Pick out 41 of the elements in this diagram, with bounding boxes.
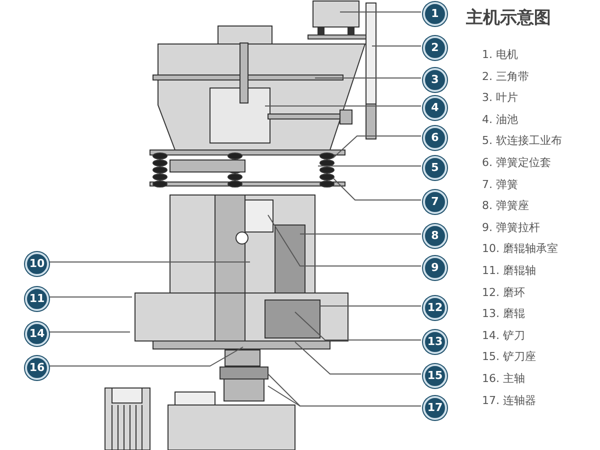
callout-number: 3 — [423, 68, 447, 92]
part-list-item: 7. 弹簧 — [482, 176, 518, 192]
part-list-item: 10. 磨辊轴承室 — [482, 241, 558, 256]
callout-number: 2 — [423, 36, 447, 60]
leader-line — [268, 374, 422, 406]
part-list-item: 5. 软连接工业布 — [482, 133, 562, 148]
callout-number: 16 — [25, 356, 49, 380]
diagram-title: 主机示意图 — [466, 7, 551, 29]
callout-number: 15 — [423, 364, 447, 388]
part-list-item: 16. 主轴 — [482, 371, 525, 386]
callout-number: 6 — [423, 126, 447, 150]
part-list-item: 14. 铲刀 — [482, 328, 525, 343]
part-list-item: 8. 弹簧座 — [482, 198, 529, 214]
part-list-item: 15. 铲刀座 — [482, 349, 536, 364]
part-list-item: 9. 弹簧拉杆 — [482, 220, 540, 235]
part-list-item: 12. 磨环 — [482, 284, 525, 300]
leader-line — [268, 214, 422, 266]
leader-line — [294, 312, 422, 340]
part-list-item: 1. 电机 — [482, 47, 518, 62]
part-list-item: 3. 叶片 — [482, 90, 518, 106]
part-list-item: 11. 磨辊轴 — [482, 263, 536, 278]
part-list-item: 17. 连轴器 — [482, 392, 536, 408]
callout-number: 10 — [25, 252, 49, 276]
callout-number: 9 — [423, 256, 447, 280]
part-list-item: 6. 弹簧定位套 — [482, 155, 551, 170]
leader-line — [294, 342, 422, 374]
leader-line — [332, 178, 422, 200]
part-list-item: 4. 油池 — [482, 112, 518, 127]
callout-number: 17 — [423, 396, 447, 420]
part-list-item: 13. 磨辊 — [482, 306, 525, 322]
callout-number: 1 — [423, 2, 447, 26]
callout-number: 8 — [423, 224, 447, 248]
callout-number: 5 — [423, 156, 447, 180]
callout-number: 13 — [423, 330, 447, 354]
callout-number: 12 — [423, 296, 447, 320]
callout-number: 14 — [25, 322, 49, 346]
leader-line — [332, 136, 422, 158]
callout-number: 7 — [423, 190, 447, 214]
part-list-item: 2. 三角带 — [482, 68, 529, 84]
callout-number: 4 — [423, 96, 447, 120]
callout-number: 11 — [25, 287, 49, 311]
